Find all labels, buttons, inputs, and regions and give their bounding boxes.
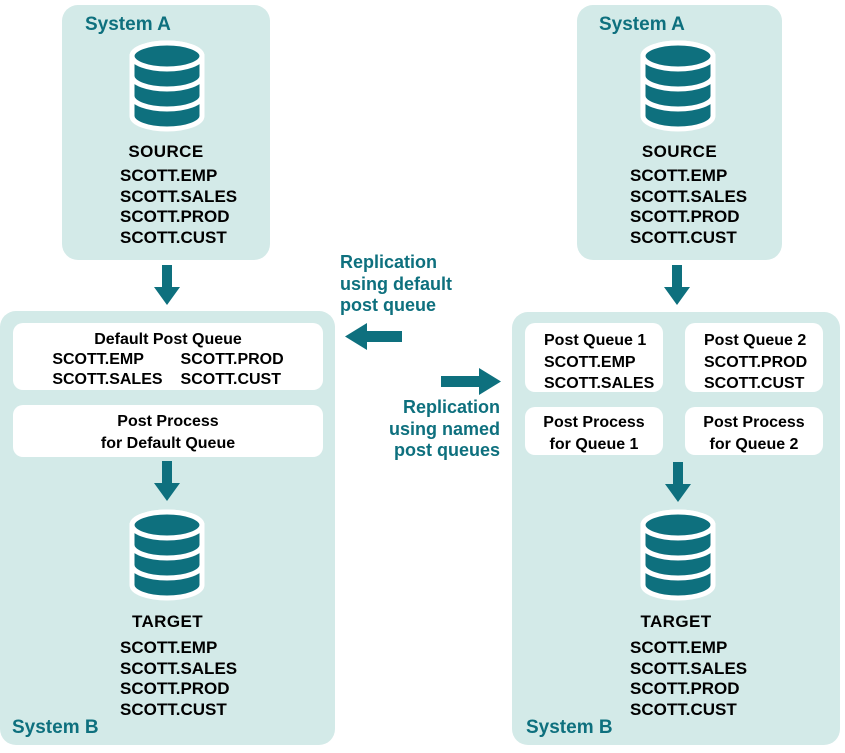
post-process-line: for Queue 1 [549,435,639,453]
right-target-label: TARGET [640,612,712,631]
right-system-a-panel: System A SOURCE SCOTT.EMP SCOTT.SALES SC… [577,5,782,260]
table-name: SCOTT.CUST [630,227,737,247]
post-process-line: for Queue 2 [709,435,799,453]
table-name: SCOTT.SALES [120,186,238,206]
default-post-queue-tables: SCOTT.EMP SCOTT.SALES SCOTT.PROD SCOTT.C… [13,350,323,390]
table-name: SCOTT.PROD [120,207,230,226]
left-target-database-icon [129,509,205,601]
table-name: SCOTT.SALES [630,186,748,206]
right-down-arrow-icon [664,265,690,305]
default-replication-label: Replication using default post queue [340,252,452,315]
left-system-a-title: System A [85,14,171,35]
table-name: SCOTT.CUST [630,699,737,719]
post-queue-1-title: Post Queue 1 [544,332,647,349]
post-process-line: Post Process [543,414,645,431]
left-source-database-icon [129,40,205,132]
right-source-table-list: SCOTT.EMP SCOTT.SALES SCOTT.PROD SCOTT.C… [630,166,747,248]
table-name: SCOTT.CUST [120,227,227,247]
table-name: SCOTT.SALES [630,658,748,678]
right-system-b-panel: Post Queue 1 SCOTT.EMP SCOTT.SALES Post … [512,312,840,745]
table-name: SCOTT.PROD [120,679,230,698]
left-system-a-panel: System A SOURCE SCOTT.EMP SCOTT.SALES SC… [62,5,270,260]
left-arrow-icon [345,323,402,350]
right-source-label: SOURCE [641,142,718,161]
table-name: SCOTT.SALES [120,658,238,678]
table-name: SCOTT.PROD [630,207,740,226]
post-process-2-box: Post Process for Queue 2 [685,407,823,455]
right-inner-down-arrow-icon [665,462,691,502]
table-name: SCOTT.EMP [544,353,636,371]
left-system-b-title: System B [12,717,99,738]
table-name: SCOTT.EMP [120,638,218,657]
table-name: SCOTT.CUST [704,375,805,392]
table-name: SCOTT.EMP [120,166,218,185]
table-name: SCOTT.EMP [52,351,144,368]
default-post-process-box: Post Process for Default Queue [13,405,323,457]
table-name: SCOTT.SALES [52,371,163,388]
post-queue-2-title: Post Queue 2 [704,332,807,349]
table-name: SCOTT.CUST [120,699,227,719]
left-target-label: TARGET [131,612,204,631]
left-system-b-panel: Default Post Queue SCOTT.EMP SCOTT.SALES… [0,311,335,745]
left-down-arrow-icon [154,265,180,305]
table-name: SCOTT.SALES [544,375,655,392]
post-process-line: for Default Queue [100,434,236,452]
right-system-a-title: System A [599,14,685,35]
table-name: SCOTT.PROD [704,353,808,371]
post-process-line: Post Process [117,413,219,430]
left-inner-down-arrow-icon [154,461,180,501]
post-queue-2-box: Post Queue 2 SCOTT.PROD SCOTT.CUST [685,323,823,392]
right-target-database-icon [640,509,716,601]
default-post-queue-box: Default Post Queue SCOTT.EMP SCOTT.SALES… [13,323,323,390]
table-name: SCOTT.EMP [630,638,728,657]
post-process-line: Post Process [703,414,805,431]
default-post-queue-title: Default Post Queue [94,331,242,348]
table-name: SCOTT.EMP [630,166,728,185]
right-system-b-title: System B [526,717,613,738]
left-source-label: SOURCE [128,142,204,161]
right-source-database-icon [640,40,716,132]
named-replication-label: Replication using named post queues [388,397,500,460]
left-target-table-list: SCOTT.EMP SCOTT.SALES SCOTT.PROD SCOTT.C… [120,638,237,720]
table-name: SCOTT.PROD [630,679,740,698]
left-source-table-list: SCOTT.EMP SCOTT.SALES SCOTT.PROD SCOTT.C… [120,166,237,248]
table-name: SCOTT.PROD [180,351,284,368]
post-process-1-box: Post Process for Queue 1 [525,407,663,455]
post-queue-1-box: Post Queue 1 SCOTT.EMP SCOTT.SALES [525,323,663,392]
table-name: SCOTT.CUST [180,371,281,388]
right-target-table-list: SCOTT.EMP SCOTT.SALES SCOTT.PROD SCOTT.C… [630,638,747,720]
right-arrow-icon [441,368,501,395]
